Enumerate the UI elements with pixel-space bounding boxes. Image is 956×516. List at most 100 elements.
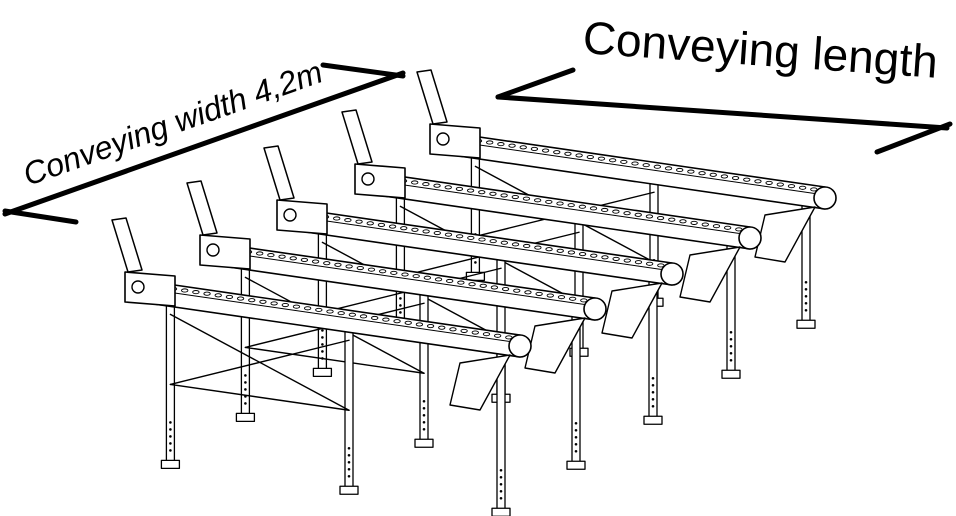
chain-link xyxy=(590,253,598,258)
chain-link xyxy=(553,150,561,155)
chain-link xyxy=(466,188,475,193)
chain-link xyxy=(289,256,297,261)
chain-link xyxy=(557,295,566,300)
chain-link xyxy=(731,176,740,181)
leg-hole xyxy=(729,330,733,334)
length-dimension: Conveying length xyxy=(495,11,953,155)
leg-hole xyxy=(804,308,808,312)
chain-link xyxy=(493,333,502,338)
tail-roller xyxy=(813,186,837,210)
chain-link xyxy=(489,191,497,196)
chain-link xyxy=(712,224,721,229)
leg-hole xyxy=(422,399,426,403)
chain-link xyxy=(500,240,509,245)
chain-link xyxy=(545,199,553,204)
chain-link xyxy=(634,212,642,217)
chain-link xyxy=(489,239,497,244)
chain-link xyxy=(623,258,631,263)
chain-link xyxy=(478,190,486,195)
guide-arm xyxy=(416,69,448,125)
chain-link xyxy=(337,311,345,316)
chain-link xyxy=(754,179,762,184)
leg-hole xyxy=(422,413,426,417)
drive-sprocket xyxy=(206,243,220,257)
length-label: Conveying length xyxy=(581,11,939,88)
chain-link xyxy=(315,307,323,312)
chain-link xyxy=(676,167,684,173)
chain-link xyxy=(303,306,312,311)
leg-hole xyxy=(321,350,324,353)
chain-link xyxy=(411,180,419,185)
chain-link xyxy=(798,185,807,190)
foot-plate xyxy=(566,460,586,470)
leg-hole xyxy=(804,280,808,284)
guide-arm xyxy=(111,217,143,273)
chain-link xyxy=(546,293,554,298)
leg-hole xyxy=(347,467,351,471)
tail-roller xyxy=(583,297,607,321)
chain-link xyxy=(371,315,379,321)
leg-hole xyxy=(244,402,247,405)
chain-link xyxy=(776,182,784,187)
leg-hole xyxy=(804,287,808,291)
chain-link xyxy=(608,158,617,163)
chain-link xyxy=(524,290,532,295)
leg-hole xyxy=(169,435,172,438)
leg-hole xyxy=(499,482,503,486)
chain-link xyxy=(388,224,397,229)
chain-link xyxy=(522,196,531,201)
belt-edge xyxy=(444,139,826,196)
chain-link xyxy=(575,153,583,158)
leg-hole xyxy=(321,329,324,332)
conveyor-assembly xyxy=(111,69,837,516)
chain-link xyxy=(556,248,564,253)
support-leg xyxy=(317,229,328,372)
leg-hole xyxy=(347,446,351,450)
belt-edge xyxy=(369,179,751,236)
tail-roller xyxy=(660,262,684,286)
leg-hole xyxy=(804,301,808,305)
chain-link xyxy=(478,237,486,242)
chain-link xyxy=(281,302,289,308)
chain-link xyxy=(601,255,609,260)
chain-link xyxy=(787,184,796,189)
chain-link xyxy=(259,299,267,304)
chain-link xyxy=(620,159,628,164)
chain-link xyxy=(446,278,454,284)
chain-link xyxy=(645,214,654,219)
conveyor-lane xyxy=(111,217,532,516)
chain-link xyxy=(434,277,443,282)
chain-link xyxy=(765,180,773,185)
support-leg xyxy=(419,290,429,442)
chain-link xyxy=(534,245,542,250)
chain-link xyxy=(270,301,278,306)
foot-plate xyxy=(414,438,434,448)
outfeed-chute xyxy=(601,282,663,339)
support-leg xyxy=(165,301,176,464)
drive-sprocket xyxy=(131,280,145,294)
chain-link xyxy=(300,257,309,262)
chain-link xyxy=(471,330,479,335)
chain-link xyxy=(449,327,457,332)
leg-hole xyxy=(804,294,808,298)
chain-link xyxy=(567,250,576,255)
chain-link xyxy=(422,182,430,187)
chain-link xyxy=(513,288,521,293)
leg-hole xyxy=(574,428,578,432)
chain-link xyxy=(444,185,452,190)
brace xyxy=(244,346,425,374)
chain-link xyxy=(612,256,620,261)
chain-link xyxy=(225,294,234,299)
outfeed-chute xyxy=(679,246,741,303)
chain-link xyxy=(668,217,676,222)
chain-link xyxy=(412,274,420,279)
leg-hole xyxy=(399,311,402,314)
chain-link xyxy=(366,221,374,226)
drive-sprocket xyxy=(283,208,297,222)
leg-hole xyxy=(651,397,655,401)
leg-hole xyxy=(321,343,324,346)
chain-link xyxy=(568,296,577,301)
chain-link xyxy=(344,218,352,223)
chain-link xyxy=(400,226,408,231)
chain-link xyxy=(486,140,494,145)
